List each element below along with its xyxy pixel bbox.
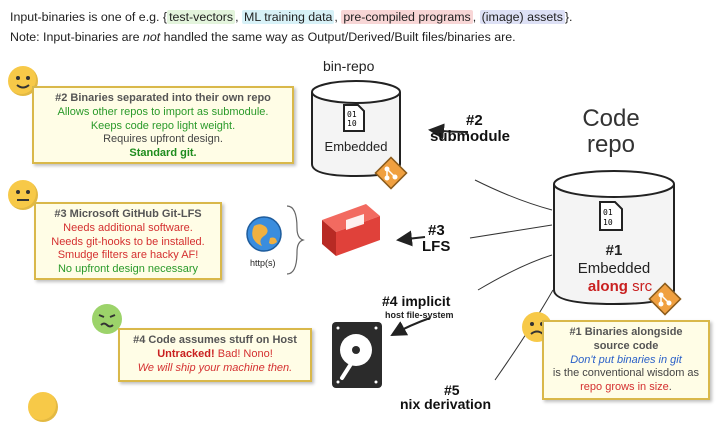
note-emphasis: not [142,30,161,44]
label-5-num: #5 [444,382,460,398]
arrow-implicit [390,317,431,336]
label-host-fs: host file-system [385,310,454,320]
label-implicit: #4 implicit [382,293,451,309]
note-suffix: handled the same way as Output/Derived/B… [160,30,516,44]
note-1-line-2: is the conventional wisdom as [552,367,700,380]
arrow-lfs [396,230,426,247]
note-4-untracked: Untracked! [157,347,215,360]
bin-repo-inner-label: Embedded [324,139,388,154]
label-lfs: LFS [422,238,451,255]
tag-ml-data: ML training data [242,10,335,24]
code-repo-cylinder [553,170,675,306]
svg-text:10: 10 [603,218,613,227]
git-icon [374,156,408,190]
note-3-line-2: Needs git-hooks to be installed. [51,235,205,248]
note-3-line-1: Needs additional software. [63,221,193,234]
note-4-bad: Bad! Nono! [214,347,273,360]
svg-text:01: 01 [347,110,357,119]
sep: , [334,10,338,24]
tag-assets: (image) assets [479,10,565,24]
tag-precompiled: pre-compiled programs [341,10,473,24]
http-label: http(s) [250,258,276,268]
note-4-title: #4 Code assumes stuff on Host [133,334,297,346]
along-word: along [587,278,628,295]
link-code-submodule [474,179,553,211]
note-1: #1 Binaries alongside source code Don't … [542,320,710,400]
hard-drive-icon [332,322,382,388]
note-prefix: Note: Input-binaries are [10,30,143,44]
note-2-title: #2 Binaries separated into their own rep… [55,92,271,104]
bin-repo-title: bin-repo [323,58,375,74]
label-submodule: submodule [430,128,511,145]
code-repo-inner: Embedded [577,260,651,277]
git-icon-2 [648,282,682,316]
svg-text:10: 10 [347,119,357,128]
code-repo-title-2: repo [586,131,636,159]
note-3-line-3: Smudge filters are hacky AF! [57,249,199,262]
tag-test-vectors: test-vectors [167,10,236,24]
note-2-line-4: Standard git. [129,147,197,159]
bin-repo-cylinder [311,80,401,178]
code-repo-title: Code repo [580,105,642,159]
note-4-line-2: We will ship your machine then. [137,361,293,374]
header-suffix: }. [564,10,573,24]
note-4: #4 Code assumes stuff on Host Untracked!… [118,328,312,382]
note-3: #3 Microsoft GitHub Git-LFS Needs additi… [34,202,222,280]
label-3-num: #3 [428,222,445,239]
lfs-logo-icon [322,204,380,256]
smiley-partial-icon [28,392,58,422]
header-line-1: Input-binaries is one of e.g. {test-vect… [10,10,573,24]
label-2-num: #2 [466,112,483,129]
note-2-line-2: Keeps code repo light weight. [90,119,236,132]
code-repo-along-line: along src [572,278,668,295]
header-line-2: Note: Input-binaries are not handled the… [10,30,516,44]
link-code-implicit [477,254,553,291]
note-3-line-4: No upfront design necessary [57,263,199,275]
note-2-line-1: Allows other repos to import as submodul… [57,105,269,118]
nauseated-face-icon [92,304,122,334]
header-prefix: Input-binaries is one of e.g. { [10,10,168,24]
link-code-lfs [469,224,553,239]
binary-file-icon: 01 10 [343,104,365,132]
code-repo-num: #1 [605,242,623,259]
smiley-neutral-icon [8,180,38,210]
sep: , [235,10,239,24]
note-1-title: #1 Binaries alongside source code [569,326,683,352]
note-1-line-3-end: . [668,381,672,393]
binary-file-icon-2: 01 10 [599,201,623,231]
note-1-line-1: Don't put binaries in git [570,353,682,366]
sep: , [472,10,477,24]
code-repo-title-1: Code [582,105,640,132]
note-1-line-3: repo grows in size [580,381,669,393]
src-word: src [632,278,653,295]
note-2: #2 Binaries separated into their own rep… [32,86,294,164]
svg-text:01: 01 [603,208,613,217]
note-2-line-3: Requires upfront design. [103,133,223,146]
connector-arrows [286,123,554,381]
globe-icon [246,216,282,252]
brace-lines [286,205,305,275]
note-3-title: #3 Microsoft GitHub Git-LFS [54,208,202,220]
arrow-submodule [428,123,469,140]
label-derivation: nix derivation [400,396,492,412]
